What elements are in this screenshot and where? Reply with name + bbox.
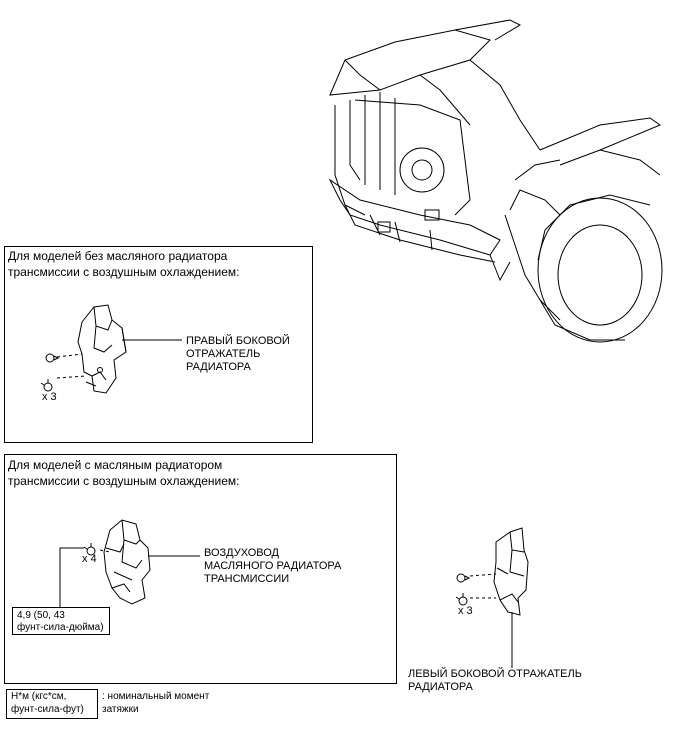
box2-header-line2: трансмиссии с воздушным охлаждением: xyxy=(8,474,240,488)
clip-icon xyxy=(456,573,471,583)
left-deflector-illustration xyxy=(469,527,529,616)
air-duct-illustration xyxy=(99,519,151,605)
legend-desc-line2: затяжки xyxy=(102,704,139,715)
legend-desc-line1: : номинальный момент xyxy=(102,691,210,702)
right-deflector-label-line2: ОТРАЖАТЕЛЬ xyxy=(186,348,261,360)
box2-bolt-qty: x 4 xyxy=(82,553,97,565)
bolt-icon xyxy=(83,543,96,556)
bolt-icon xyxy=(40,379,53,392)
legend-unit-line1: Н*м (кгс*см, xyxy=(11,691,67,702)
right-deflector-label-line3: РАДИАТОРА xyxy=(186,361,251,373)
torque-leader-line xyxy=(59,547,84,608)
right-deflector-label-line1: ПРАВЫЙ БОКОВОЙ xyxy=(186,335,290,347)
vehicle-front-illustration xyxy=(328,19,663,343)
torque-spec-line2: фунт-сила-дюйма) xyxy=(17,622,104,633)
air-duct-label-line2: МАСЛЯНОГО РАДИАТОРА xyxy=(204,560,342,572)
box2-header-line1: Для моделей с масляным радиатором xyxy=(8,458,223,472)
right-deflector-illustration xyxy=(56,304,152,394)
bolt-icon xyxy=(455,593,468,606)
air-duct-label-line1: ВОЗДУХОВОД xyxy=(204,547,279,559)
variant-without-oil-cooler-box xyxy=(4,246,313,443)
variant-with-oil-cooler-box xyxy=(4,454,397,684)
box1-header-line1: Для моделей без масляного радиатора xyxy=(8,249,228,263)
box1-header-line2: трансмиссии с воздушным охлаждением: xyxy=(8,265,240,279)
box1-bolt-qty: x 3 xyxy=(42,391,57,403)
left-deflector-label-line1: ЛЕВЫЙ БОКОВОЙ ОТРАЖАТЕЛЬ xyxy=(408,668,582,680)
left-deflector-label-line2: РАДИАТОРА xyxy=(408,681,473,693)
clip-icon xyxy=(45,353,60,363)
torque-spec-box xyxy=(12,607,110,635)
torque-spec-line1: 4,9 (50, 43 xyxy=(17,610,65,621)
air-duct-label-line3: ТРАНСМИССИИ xyxy=(204,573,290,585)
legend-unit-line2: фунт-сила-фут) xyxy=(11,704,84,715)
legend-unit-box xyxy=(6,689,98,719)
left-deflector-bolt-qty: x 3 xyxy=(458,605,473,617)
